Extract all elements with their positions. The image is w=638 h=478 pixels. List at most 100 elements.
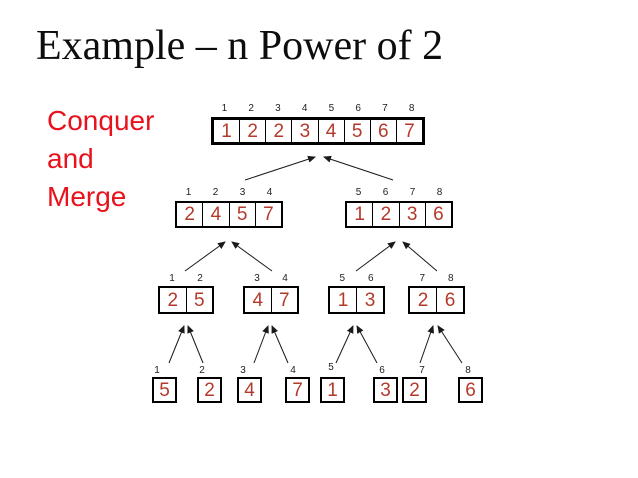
merge-arrow-line	[402, 241, 438, 272]
position-index-label: 6	[379, 365, 385, 376]
array-cell: 5	[154, 379, 175, 401]
array-cell: 6	[426, 203, 451, 226]
position-index-label: 8	[436, 187, 443, 198]
array-cell: 4	[319, 120, 345, 142]
cell-value: 5	[236, 204, 248, 225]
array-cell: 1	[347, 203, 374, 226]
merge-arrow-line	[187, 325, 204, 364]
position-index-label: 4	[301, 103, 308, 114]
position-index-label: 1	[185, 187, 192, 198]
cell-value: 2	[417, 289, 429, 311]
position-index-label: 6	[382, 187, 389, 198]
array-cell: 7	[287, 379, 308, 401]
array-cell: 4	[245, 288, 272, 312]
cell-value: 4	[325, 120, 337, 142]
array-single-elements-group-1: 5	[152, 377, 177, 403]
merge-arrow-line	[356, 325, 378, 364]
array-single-elements-group-4: 7	[285, 377, 310, 403]
array-cell: 6	[460, 379, 481, 401]
array-cell: 1	[330, 288, 357, 312]
position-index-label: 8	[447, 273, 454, 284]
position-index-label: 8	[408, 103, 415, 114]
array-single-elements-group-3: 4	[237, 377, 262, 403]
conquer-and-merge-label: Conquer and Merge	[47, 105, 155, 212]
merge-arrow-line	[231, 241, 273, 272]
cell-value: 5	[193, 289, 205, 311]
position-index-label: 2	[199, 365, 205, 376]
position-index-label: 7	[409, 187, 416, 198]
array-cell: 5	[345, 120, 371, 142]
cell-value: 5	[351, 120, 363, 142]
cell-value: 2	[204, 379, 215, 401]
array-single-elements-group-5: 1	[320, 377, 345, 403]
array-cell: 1	[322, 379, 343, 401]
cell-value: 1	[354, 204, 365, 225]
array-cell: 6	[437, 288, 463, 312]
cell-value: 4	[210, 204, 222, 225]
position-index-label: 3	[275, 103, 281, 114]
cell-value: 2	[247, 120, 258, 142]
array-cell: 1	[214, 120, 241, 142]
position-index-label: 2	[212, 187, 219, 198]
merge-arrow-line	[271, 325, 289, 364]
array-single-elements-group-6: 3	[373, 377, 398, 403]
merge-arrow-line	[184, 241, 226, 272]
cell-value: 4	[244, 379, 255, 401]
array-single-elements-group-8: 6	[458, 377, 483, 403]
cell-value: 6	[444, 289, 456, 311]
position-index-label: 4	[282, 273, 288, 284]
position-index-label: 3	[254, 273, 260, 284]
array-cell: 2	[199, 379, 220, 401]
array-cell: 3	[375, 379, 396, 401]
cell-value: 2	[409, 379, 420, 401]
position-index-label: 2	[248, 103, 254, 114]
cell-value: 2	[380, 204, 392, 225]
array-cell: 2	[266, 120, 293, 142]
merge-arrow-line	[335, 325, 354, 364]
array-cell: 6	[371, 120, 397, 142]
merge-arrow-line	[244, 155, 316, 181]
cell-value: 7	[278, 289, 290, 311]
cell-value: 1	[327, 379, 338, 401]
array-cell: 2	[240, 120, 267, 142]
position-index-label: 2	[197, 273, 203, 284]
array-cell: 2	[160, 288, 187, 312]
array-single-elements-group-7: 2	[402, 377, 427, 403]
cell-value: 2	[273, 120, 285, 142]
cell-value: 7	[263, 204, 274, 225]
cell-value: 2	[184, 204, 195, 225]
array-cell: 7	[397, 120, 422, 142]
array-cell: 2	[410, 288, 437, 312]
cell-value: 4	[252, 289, 264, 311]
position-index-label: 5	[355, 187, 362, 198]
cell-value: 7	[292, 379, 303, 401]
array-cell: 3	[292, 120, 319, 142]
array-cell: 2	[373, 203, 400, 226]
cell-value: 5	[159, 379, 170, 401]
merge-arrow-line	[437, 325, 463, 364]
cell-value: 6	[465, 379, 476, 401]
array-cell: 7	[272, 288, 298, 312]
position-index-label: 3	[239, 187, 246, 198]
cell-value: 3	[364, 289, 376, 311]
position-index-label: 1	[154, 365, 160, 376]
cell-value: 3	[380, 379, 391, 401]
position-index-label: 5	[339, 273, 346, 284]
position-index-label: 7	[419, 365, 425, 376]
position-index-label: 6	[355, 103, 361, 114]
position-index-label: 5	[328, 103, 335, 114]
slide-title: Example – n Power of 2	[36, 23, 444, 69]
position-index-label: 8	[465, 365, 471, 376]
position-index-label: 6	[367, 273, 374, 284]
position-index-label: 1	[169, 273, 175, 284]
merge-arrow-line	[253, 325, 269, 364]
merge-arrow-line	[323, 155, 394, 181]
position-index-label: 7	[419, 273, 426, 284]
